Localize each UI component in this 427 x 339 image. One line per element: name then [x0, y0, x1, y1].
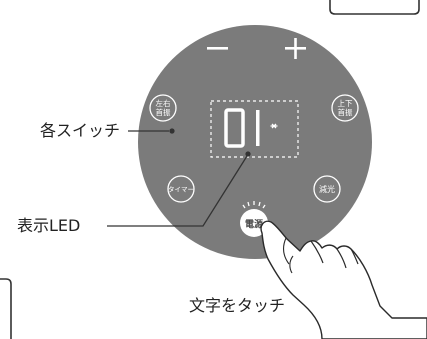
dimmer-button[interactable]: 減光	[313, 175, 341, 203]
fan-icon	[270, 123, 278, 129]
led-callout-label: 表示LED	[17, 216, 81, 235]
led-leader-dot	[245, 151, 251, 157]
left-right-swing-button[interactable]: 左右 首振	[149, 94, 177, 122]
left-right-swing-label-2: 首振	[156, 107, 171, 117]
up-down-swing-button[interactable]: 上下 首振	[331, 94, 359, 122]
led-digit-zero	[224, 108, 245, 148]
timer-label: タイマー	[168, 185, 194, 194]
power-indicator-rays	[242, 201, 266, 209]
led-display-frame	[210, 100, 299, 158]
corner-frame-top-right	[329, 0, 420, 15]
up-down-swing-label-1: 上下	[338, 99, 353, 108]
touch-callout-label: 文字をタッチ	[189, 296, 286, 315]
dimmer-label: 減光	[319, 184, 335, 194]
up-down-swing-label-2: 首振	[338, 107, 353, 117]
left-right-swing-label-1: 左右	[156, 98, 171, 108]
control-panel-disc	[138, 25, 372, 259]
minus-button[interactable]	[207, 47, 228, 50]
led-leader-line	[107, 155, 248, 227]
led-digit-one	[256, 110, 260, 146]
led-display	[210, 100, 299, 158]
plus-button[interactable]	[285, 38, 306, 59]
power-label: 電源	[245, 218, 263, 230]
switches-leader-dot	[169, 128, 175, 134]
switches-callout-label: 各スイッチ	[40, 121, 121, 140]
corner-frame-bottom-left	[0, 278, 12, 339]
timer-button[interactable]: タイマー	[167, 175, 195, 203]
hand-icon	[260, 220, 427, 339]
